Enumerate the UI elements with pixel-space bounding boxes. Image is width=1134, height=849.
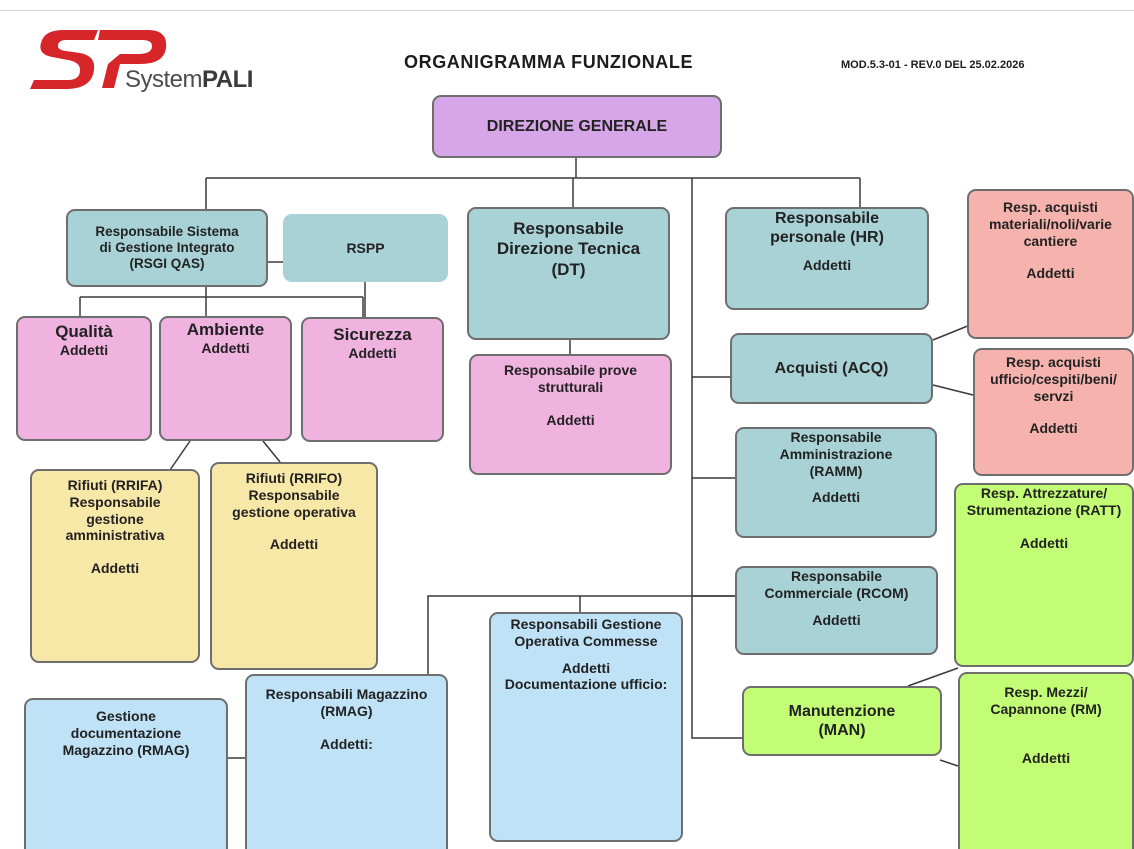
box-line: Responsabile: [790, 429, 882, 445]
box-line: Rifiuti (RRIFA): [67, 477, 163, 493]
box-line: amministrativa: [65, 527, 165, 544]
connector-man-ratt: [907, 667, 959, 687]
box-label: DIREZIONE GENERALE: [486, 117, 668, 135]
box-line: materiali/noli/varie: [989, 215, 1112, 232]
connector-rrifo: [262, 440, 281, 463]
box-resp-acquisti-ufficio: Resp. acquisti ufficio/cespiti/beni/ ser…: [973, 348, 1134, 476]
box-line: Resp. Mezzi/: [1004, 684, 1088, 700]
box-manutenzione: Manutenzione (MAN): [742, 686, 942, 756]
box-rrifa: Rifiuti (RRIFA) Responsabile gestione am…: [30, 469, 200, 663]
box-qualita: Qualità Addetti: [16, 316, 152, 441]
box-addetti: Addetti: [1029, 420, 1078, 437]
box-line: Magazzino (RMAG): [62, 741, 190, 758]
box-resp-acquisti-materiali: Resp. acquisti materiali/noli/varie cant…: [967, 189, 1134, 339]
connector-acq-mat: [932, 324, 971, 341]
box-direzione-tecnica: Responsabile Direzione Tecnica (DT): [467, 207, 670, 340]
box-addetti: Addetti: [201, 340, 250, 357]
brand-name: SystemPALI: [125, 66, 253, 93]
box-direzione-generale: DIREZIONE GENERALE: [432, 95, 722, 158]
connector-man-rm: [939, 759, 959, 767]
box-line: Responsabile prove: [503, 362, 638, 378]
box-addetti: Addetti: [802, 257, 852, 274]
box-addetti: Addetti: [1026, 265, 1075, 282]
box-line: gestione: [86, 510, 144, 527]
box-addetti: Addetti: [1019, 534, 1069, 551]
box-line: Sicurezza: [333, 325, 412, 344]
box-line: Responsabile: [248, 486, 340, 503]
box-addetti: Addetti: [561, 659, 611, 676]
box-line: strutturali: [537, 378, 604, 395]
box-rmag: Responsabili Magazzino (RMAG) Addetti:: [245, 674, 448, 849]
box-line: Documentazione ufficio:: [504, 676, 668, 693]
box-line: gestione operativa: [232, 503, 356, 520]
connector-acq-uff: [932, 384, 974, 396]
box-line: Capannone (RM): [990, 700, 1102, 717]
box-line: (RSGI QAS): [129, 256, 205, 272]
box-line: Resp. acquisti: [1006, 354, 1101, 370]
box-prove-strutturali: Responsabile prove strutturali Addetti: [469, 354, 672, 475]
box-line: Amministrazione: [779, 445, 893, 462]
box-line: Operativa Commesse: [514, 632, 658, 649]
box-acquisti: Acquisti (ACQ): [730, 333, 933, 404]
box-line: Responsabili Magazzino: [265, 686, 428, 702]
box-addetti: Addetti: [812, 611, 861, 628]
box-line: Gestione: [96, 708, 156, 724]
box-addetti: Addetti: [348, 345, 397, 362]
connector-rcom-left: [427, 595, 735, 674]
box-line: (DT): [551, 259, 586, 279]
box-ramm: Responsabile Amministrazione (RAMM) Adde…: [735, 427, 937, 538]
box-line: Resp. acquisti: [1003, 199, 1098, 215]
box-line: Rifiuti (RRIFO): [245, 470, 343, 486]
box-addetti: Addetti: [90, 560, 140, 577]
box-line: Commerciale (RCOM): [764, 584, 909, 601]
box-addetti: Addetti: [1021, 749, 1071, 766]
box-line: ufficio/cespiti/beni/: [990, 370, 1117, 387]
box-rspp: RSPP: [283, 214, 448, 282]
box-line: Ambiente: [186, 320, 265, 339]
box-line: personale (HR): [770, 229, 884, 247]
box-hr: Responsabile personale (HR) Addetti: [725, 207, 929, 310]
box-line: Direzione Tecnica: [496, 239, 641, 259]
box-ratt: Resp. Attrezzature/ Strumentazione (RATT…: [954, 483, 1134, 667]
box-line: (RMAG): [320, 702, 373, 719]
top-separator-line: [0, 10, 1134, 11]
page-title: ORGANIGRAMMA FUNZIONALE: [404, 52, 694, 72]
box-line: Responsabile Sistema: [95, 223, 239, 239]
connector-rrifa: [169, 440, 191, 471]
box-label: Acquisti (ACQ): [774, 359, 889, 377]
box-sicurezza: Sicurezza Addetti: [301, 317, 444, 442]
document-reference: MOD.5.3-01 - REV.0 DEL 25.02.2026: [841, 59, 1025, 71]
box-line: (RAMM): [809, 462, 863, 479]
box-ambiente: Ambiente Addetti: [159, 316, 292, 441]
box-gestione-documentazione: Gestione documentazione Magazzino (RMAG): [24, 698, 228, 849]
box-line: Responsabile: [774, 210, 880, 227]
box-line: documentazione: [70, 724, 182, 741]
box-line: di Gestione Integrato: [99, 239, 235, 255]
box-line: Responsabile: [69, 493, 161, 510]
box-line: Responsabile: [790, 568, 883, 584]
box-rm: Resp. Mezzi/ Capannone (RM) Addetti: [958, 672, 1134, 849]
box-line: servzi: [1033, 387, 1074, 404]
box-line: cantiere: [1023, 232, 1078, 249]
box-line: Responsabili Gestione: [510, 616, 662, 632]
box-addetti: Addetti: [269, 536, 319, 553]
box-line: Manutenzione: [788, 702, 896, 720]
box-addetti: Addetti: [546, 411, 595, 428]
box-line: Responsabile: [513, 219, 624, 238]
box-addetti: Addetti:: [320, 735, 373, 752]
box-rcom: Responsabile Commerciale (RCOM) Addetti: [735, 566, 938, 655]
box-gestione-commesse: Responsabili Gestione Operativa Commesse…: [489, 612, 683, 842]
box-addetti: Addetti: [811, 489, 861, 506]
box-rsgi: Responsabile Sistema di Gestione Integra…: [66, 209, 268, 287]
systempali-logo: [30, 30, 167, 89]
box-label: RSPP: [346, 239, 385, 256]
box-line: (MAN): [818, 722, 866, 739]
box-rrifo: Rifiuti (RRIFO) Responsabile gestione op…: [210, 462, 378, 670]
box-line: Qualità: [55, 322, 113, 341]
box-addetti: Addetti: [59, 342, 109, 359]
box-line: Strumentazione (RATT): [966, 501, 1122, 518]
connector-right-spine: [691, 178, 742, 739]
box-line: Resp. Attrezzature/: [980, 485, 1108, 501]
